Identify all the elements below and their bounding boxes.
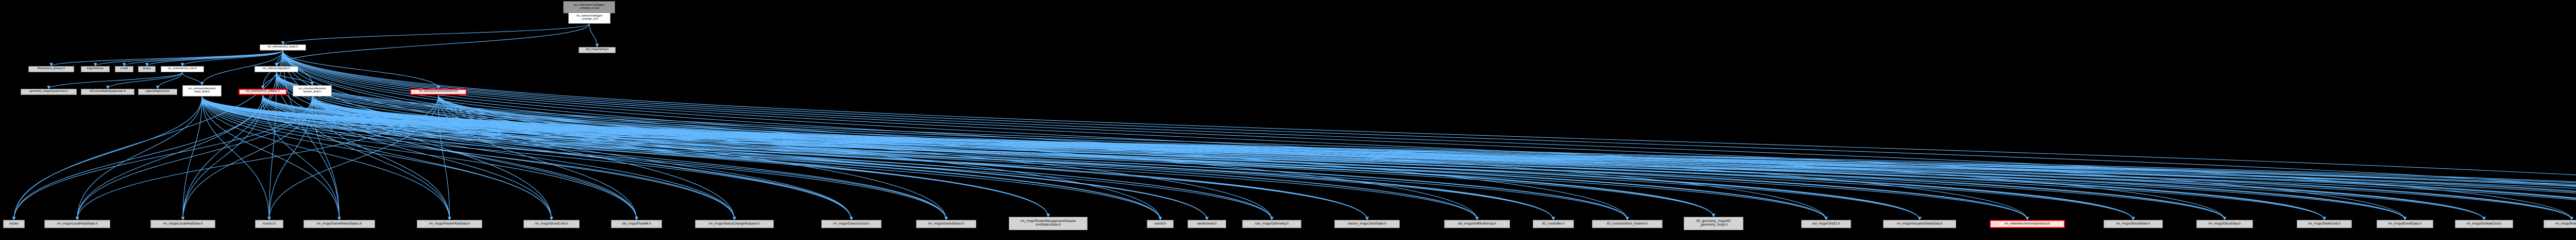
graph-node-label: rm_msgs/PowerManagementSample AndStatusD… [1021,219,1076,227]
graph-node[interactable]: ros/ros.h [255,220,283,228]
graph-node[interactable]: rm_msgs/PowerManagementSample AndStatusD… [1009,217,1088,230]
graph-node-label: serial/serial.h [1197,221,1217,226]
graph-node[interactable]: rm_referee/common/protocol.h [1990,220,2065,228]
graph-node-label: rm_referee/src/ui/trigger _change_ui.cpp [573,4,605,10]
graph-node-label: rm_msgs/LocalHeatData.h [163,221,203,226]
graph-node[interactable]: rm_common/decision /power_limit.h [293,85,332,97]
graph-node-label: rm_referee/ui/trigger _change_ui.h [576,14,603,21]
graph-node-label: rm_referee/common/protocol.h [2004,221,2050,226]
graph-node-label: rm_common/ros_utilities.h [246,90,280,93]
graph-node-label: rm_msgs/LocalHeatState.h [57,221,98,226]
graph-node-label: mutex [9,221,19,226]
graph-node-label: rm_msgs/EventData.h [2388,221,2422,226]
graph-node[interactable]: tf/transform_listener.h [28,66,74,72]
graph-node[interactable]: Eigen/Dense [81,66,110,72]
graph-node-label: rm_msgs/VisualizeStateData.h [1896,221,1943,226]
graph-node[interactable]: cmath [115,66,133,72]
graph-node[interactable]: std_msgs/UInt32.h [1801,220,1851,228]
graph-node[interactable]: eigen3/Eigen/Core [138,89,177,95]
graph-node-label: Eigen/Dense [87,67,104,71]
graph-node[interactable]: rm_msgs/StatusChangeRequest.h [695,220,774,228]
graph-node[interactable]: deque [138,66,156,72]
graph-node-label: std_msgs/Int8MultiArray.h [1458,221,1497,226]
graph-node[interactable]: tf2_ros/transform_listener.h [1592,220,1663,228]
graph-node[interactable]: rm_msgs/ShootCmd.h [523,220,580,228]
graph-node[interactable]: tf2_ros/buffer.h [1533,220,1574,228]
graph-node-label: nav_msgs/Odometry.h [1255,221,1289,226]
graph-node-label: rm_common/decision /heat_limit.h [188,87,216,93]
graph-node[interactable]: rm_referee/ui/graph.h [255,66,298,72]
graph-node-label: rm_referee/ui/ui_base.h [267,45,298,49]
graph-node-label: deque [143,67,151,71]
graph-node[interactable]: unistd.h [1147,220,1174,228]
graph-node[interactable]: rm_msgs/ChassisCmd.h [821,220,882,228]
graph-node[interactable]: rm_msgs/ShootState.h [2104,220,2163,228]
graph-node-label: tf2_geometry_msgs/tf2 _geometry_msgs.h [1696,219,1731,227]
graph-node-label: rm_msgs/ShootState.h [2116,221,2150,226]
graph-node[interactable]: rm_msgs/LocalHeatState.h [44,220,110,228]
graph-node[interactable]: rm_msgs/StateCmd.h [2297,220,2352,228]
graph-node[interactable]: std_msgs/Int8MultiArray.h [1444,220,1510,228]
graph-node-label: tf2_ros/transform_listener.h [1607,221,1648,226]
graph-node[interactable]: rm_msgs/RobotHurt.h [2544,220,2576,228]
graph-node[interactable]: rm_msgs/EventData.h [2377,220,2433,228]
graph-node[interactable]: rm_referee/ui/trigger _change_ui.h [568,12,611,24]
graph-node[interactable]: serial/serial.h [1188,220,1226,228]
graph-node-label: rm_msgs/PowerHeatData.h [429,221,470,226]
graph-node-label: tf2/LinearMath/Quaternion.h [90,90,126,93]
graph-node-label: std_msgs/Float64.h [622,221,651,226]
graph-node-label: rm_common/ori_tool.h [168,67,197,71]
graph-node-label: rm_referee/common/protocol.h [418,90,459,93]
graph-node[interactable]: sensor_msgs/JointState.h [1334,220,1400,228]
graph-node[interactable]: rm_msgs/GameRobotStatus.h [303,220,375,228]
graph-node-label: rm_msgs/ChassisCmd.h [833,221,870,226]
graph-node-label: rm_msgs/GimbalCmd.h [2466,221,2502,226]
graph-node[interactable]: rm_referee/common/protocol.h [410,89,467,95]
graph-node[interactable]: rm_common/ros_utilities.h [239,89,287,95]
graph-node[interactable]: rm_msgs/PowerHeatData.h [417,220,482,228]
graph-node[interactable]: rm_msgs/GimbalCmd.h [2455,220,2513,228]
graph-node[interactable]: rm_msgs/LocalHeatData.h [150,220,215,228]
graph-node[interactable]: rm_referee/ui/ui_base.h [260,44,306,51]
graph-node-label: rm_msgs/StateCmd.h [2308,221,2341,226]
graph-node-label: rm_common/decision /power_limit.h [298,87,326,93]
graph-node-label: rm_msgs/StatusChangeRequest.h [708,221,760,226]
graph-node-label: geometry_msgs/Quaternion.h [29,90,68,93]
graph-node[interactable]: mutex [3,220,25,228]
graph-node-label: tf2_ros/buffer.h [1542,221,1565,226]
graph-node[interactable]: rm_common/ori_tool.h [161,66,204,72]
graph-node-label: rm_msgs/RobotHurt.h [2555,221,2576,226]
graph-node-label: rm_msgs/ShootCmd.h [535,221,568,226]
graph-node[interactable]: geometry_msgs/Quaternion.h [21,89,77,95]
graph-node-label: cmath [120,67,128,71]
graph-node[interactable]: std_msgs/String.h [579,47,616,53]
graph-node[interactable]: nav_msgs/Odometry.h [1242,220,1301,228]
graph-node-label: rm_referee/ui/graph.h [262,67,291,71]
graph-node-label: rm_msgs/GameRobotStatus.h [316,221,362,226]
graph-node[interactable]: rm_referee/src/ui/trigger _change_ui.cpp [563,1,615,13]
graph-node-label: ros/ros.h [262,221,276,226]
graph-node[interactable]: tf2_geometry_msgs/tf2 _geometry_msgs.h [1684,217,1743,230]
graph-node-label: std_msgs/String.h [585,48,609,52]
graph-node[interactable]: rm_msgs/DbusData.h [2196,220,2253,228]
graph-node-label: rm_msgs/GameStatus.h [928,221,964,226]
graph-node[interactable]: rm_common/decision /heat_limit.h [182,85,222,97]
graph-node-label: unistd.h [1154,221,1166,226]
graph-node-label: tf/transform_listener.h [37,67,65,71]
graph-node[interactable]: std_msgs/Float64.h [611,220,662,228]
graph-node-label: eigen3/Eigen/Core [145,90,170,93]
graph-node-label: sensor_msgs/JointState.h [1348,221,1386,226]
graph-node[interactable]: tf2/LinearMath/Quaternion.h [81,89,134,95]
graph-node-label: std_msgs/UInt32.h [1812,221,1840,226]
graph-node[interactable]: rm_msgs/GameStatus.h [916,220,976,228]
graph-node[interactable]: rm_msgs/VisualizeStateData.h [1883,220,1956,228]
graph-node-label: rm_msgs/DbusData.h [2208,221,2241,226]
